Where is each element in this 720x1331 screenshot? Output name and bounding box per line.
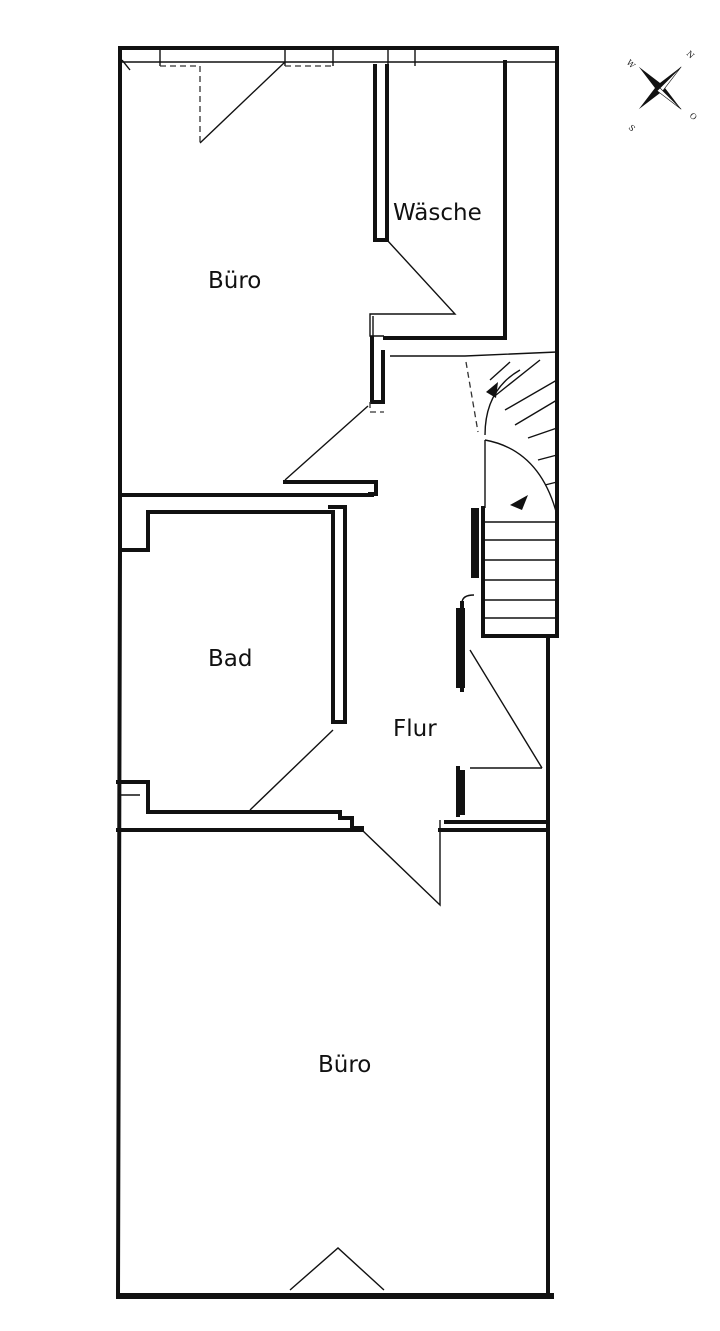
room-label-office-bottom: Büro [318,1052,372,1078]
top-windows [159,48,416,66]
room-label-office-top: Büro [208,268,262,294]
hall-right-walls [456,508,543,817]
top-office-inner-walls [118,336,558,497]
bottom-office-door-swing [116,1247,554,1299]
room-label-laundry: Wäsche [393,200,482,226]
outer-walls [115,46,559,1297]
staircase [465,359,559,638]
top-office-door-swing [160,61,335,144]
compass-west: W [625,58,638,71]
compass-south: S [627,123,637,133]
hall-door-swing [361,820,550,907]
laundry-walls [369,60,507,340]
bathroom-walls [116,505,364,832]
room-label-hall: Flur [393,716,437,742]
compass-east: O [688,111,699,122]
compass-icon [638,66,682,110]
compass-north: N [685,49,696,60]
room-label-bathroom: Bad [208,646,253,672]
